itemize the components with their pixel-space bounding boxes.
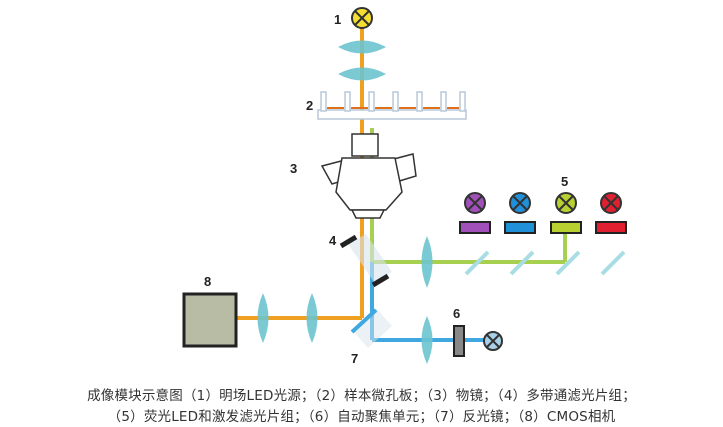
- label-4: 4: [329, 233, 337, 248]
- sample-microplate: [317, 91, 467, 120]
- multiband-filter-set: [339, 234, 392, 288]
- label-6: 6: [453, 306, 460, 321]
- autofocus-light-source: [483, 331, 503, 351]
- dichroic-mirrors: [464, 250, 626, 276]
- label-1: 1: [334, 12, 341, 27]
- reflector-mirror: [350, 308, 392, 348]
- autofocus-filter: [453, 325, 465, 357]
- autofocus-lens: [421, 316, 433, 364]
- cmos-camera: [182, 292, 238, 348]
- label-7: 7: [351, 351, 358, 366]
- label-2: 2: [306, 98, 313, 113]
- figure-caption-line-1: 成像模块示意图（1）明场LED光源；（2）样本微孔板；（3）物镜；（4）多带通滤…: [87, 388, 636, 404]
- label-8: 8: [204, 274, 211, 289]
- imaging-module-diagram: 1 2 3 4 5 6 7 8: [182, 7, 627, 366]
- brightfield-led-source: [351, 7, 373, 29]
- fluorescence-lens: [421, 236, 433, 288]
- condenser-lens: [338, 40, 386, 81]
- camera-tube-lens: [257, 293, 318, 343]
- label-3: 3: [290, 161, 297, 176]
- fluorescence-led-sources: [459, 192, 627, 234]
- label-5: 5: [561, 174, 568, 189]
- objective-turret: [320, 133, 417, 219]
- figure-caption-line-2: （5）荧光LED和激发滤光片组；（6）自动聚焦单元；（7）反光镜；（8）CMOS…: [107, 409, 616, 425]
